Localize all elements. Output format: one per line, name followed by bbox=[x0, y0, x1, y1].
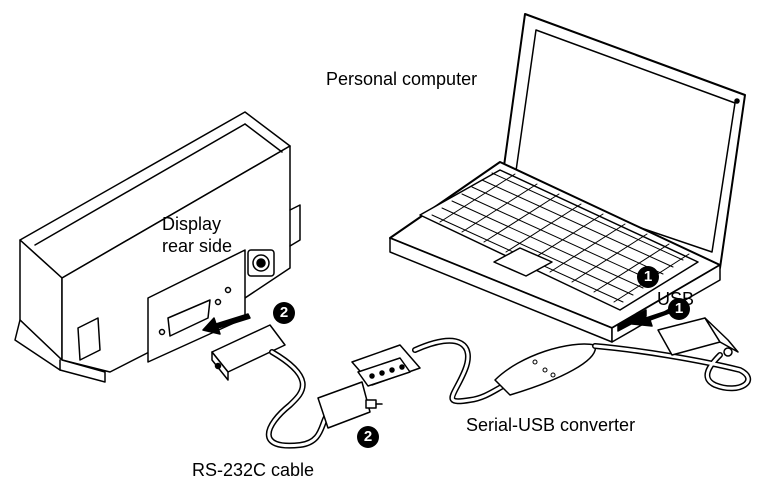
laptop bbox=[389, 13, 746, 343]
step-1-marker-laptop: 1 bbox=[637, 266, 659, 288]
label-serial-usb-converter: Serial-USB converter bbox=[466, 415, 636, 435]
db25-port-icon bbox=[167, 299, 211, 337]
arrow-to-display-port bbox=[202, 313, 251, 335]
touchpad bbox=[493, 247, 553, 277]
rs232c-cable bbox=[211, 324, 383, 449]
step-2-marker-cable: 2 bbox=[357, 426, 379, 448]
step-1-marker-usb-plug: 1 bbox=[668, 298, 690, 320]
label-personal-computer: Personal computer bbox=[326, 69, 478, 89]
display-unit bbox=[14, 111, 301, 383]
label-rear-side: rear side bbox=[162, 236, 233, 256]
label-rs232c-cable: RS-232C cable bbox=[192, 460, 315, 480]
step-2-marker-display: 2 bbox=[273, 302, 295, 324]
label-display: Display bbox=[162, 214, 222, 234]
serial-usb-converter bbox=[351, 317, 751, 405]
arrow-to-usb-port bbox=[631, 309, 673, 327]
